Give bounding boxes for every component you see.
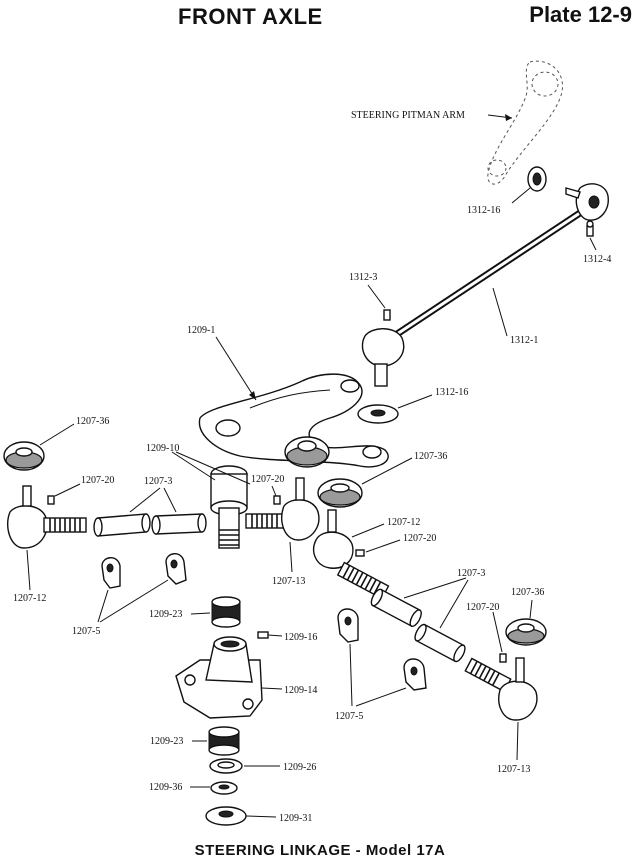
callout-1207-12-left: 1207-12	[13, 593, 46, 604]
part-1207-12-right-tie-rod-end	[312, 509, 390, 600]
part-1209-26-washer	[209, 758, 243, 774]
part-1207-3-left-sleeves	[93, 513, 207, 537]
figure-caption: STEERING LINKAGE - Model 17A	[194, 842, 446, 859]
callout-1207-36-left: 1207-36	[76, 416, 109, 427]
callout-1209-14: 1209-14	[284, 685, 317, 696]
callout-1207-13-right: 1207-13	[497, 764, 530, 775]
part-1207-13-mid-tie-rod-end	[245, 477, 320, 541]
callout-1209-23-bot: 1209-23	[150, 736, 183, 747]
part-1312-16-top-nut	[527, 166, 547, 192]
part-1207-5-left-clamps	[101, 553, 187, 589]
part-1207-36-right-bushing	[505, 618, 547, 646]
part-1207-36-left-bushing	[3, 441, 45, 471]
callout-1209-26: 1209-26	[283, 762, 316, 773]
part-1312-16-mid-nut	[357, 404, 399, 424]
part-1207-20-mid-fitting	[273, 495, 281, 505]
part-1207-20-right-fitting	[355, 549, 365, 557]
plate-number: Plate 12-9	[529, 2, 632, 27]
part-1207-20-left-fitting	[47, 495, 55, 505]
part-1209-1-idler-arm	[198, 373, 389, 468]
callout-1312-4: 1312-4	[583, 254, 611, 265]
callout-1207-5-right: 1207-5	[335, 711, 363, 722]
part-1207-12-left-tie-rod-end	[6, 485, 87, 549]
callout-1207-3-left: 1207-3	[144, 476, 172, 487]
callout-1312-3: 1312-3	[349, 272, 377, 283]
callout-1207-20-far: 1207-20	[466, 602, 499, 613]
callout-1207-20-right: 1207-20	[403, 533, 436, 544]
callout-1209-16: 1209-16	[284, 632, 317, 643]
callout-1207-20-left: 1207-20	[81, 475, 114, 486]
callout-steering-pitman-arm: STEERING PITMAN ARM	[351, 110, 465, 121]
callout-1207-12-right: 1207-12	[387, 517, 420, 528]
callout-1207-36-right: 1207-36	[511, 587, 544, 598]
page-title: FRONT AXLE	[178, 4, 323, 29]
callout-1312-16-top: 1312-16	[467, 205, 500, 216]
part-1312-4-grease-fitting	[586, 220, 594, 237]
steering-pitman-arm	[487, 60, 563, 185]
part-1312-1-drag-link	[361, 183, 609, 387]
callout-1207-5-left: 1207-5	[72, 626, 100, 637]
part-1207-5-right-clamps	[337, 608, 427, 691]
part-1209-14-bracket	[175, 636, 263, 719]
part-1207-36-mid-bushing	[284, 436, 330, 468]
callout-1207-13-mid: 1207-13	[272, 576, 305, 587]
callout-1209-31: 1209-31	[279, 813, 312, 824]
part-1207-3-right-sleeves	[370, 588, 466, 663]
callout-1312-16-mid: 1312-16	[435, 387, 468, 398]
part-1207-36-upper-bushing	[317, 478, 363, 508]
callout-1209-23-top: 1209-23	[149, 609, 182, 620]
part-1312-3-fitting	[383, 309, 391, 321]
part-1209-16-fitting	[257, 631, 269, 639]
callout-1209-36: 1209-36	[149, 782, 182, 793]
part-1209-31-nut	[205, 806, 247, 826]
callout-1207-36-mid: 1207-36	[414, 451, 447, 462]
part-1207-13-right-tie-rod-end	[464, 657, 538, 721]
callout-1209-1: 1209-1	[187, 325, 215, 336]
callout-1209-10: 1209-10	[146, 443, 179, 454]
part-1209-23-lower-bearing	[208, 726, 240, 756]
callout-1207-3-right: 1207-3	[457, 568, 485, 579]
part-1209-36-washer	[210, 781, 238, 795]
callout-1207-20-mid: 1207-20	[251, 474, 284, 485]
part-1209-10-pivot-shaft	[210, 465, 248, 549]
part-1207-20-far-fitting	[499, 653, 507, 663]
part-1209-23-upper-bearing	[211, 596, 241, 628]
callout-1312-1: 1312-1	[510, 335, 538, 346]
